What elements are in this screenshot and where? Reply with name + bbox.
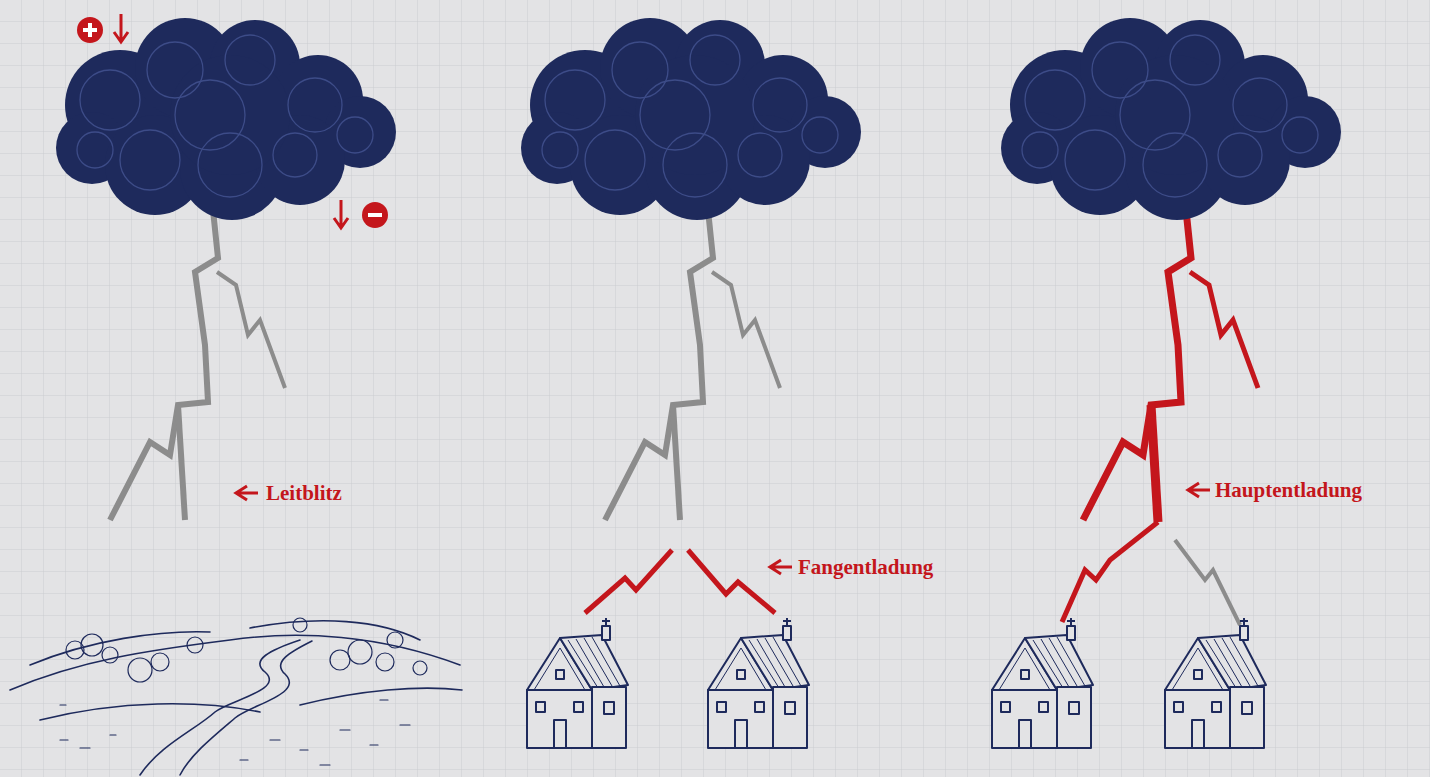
road-edge <box>180 641 312 775</box>
minus-sign <box>368 213 382 217</box>
hill-line <box>10 635 460 690</box>
charge-symbols <box>77 14 388 228</box>
leader-bolt <box>605 210 780 520</box>
tree <box>348 640 372 664</box>
thundercloud <box>521 18 861 220</box>
bolt-path <box>605 210 713 520</box>
hill-line <box>250 621 420 640</box>
tree <box>151 653 169 671</box>
tree <box>102 647 118 663</box>
tree <box>293 618 307 632</box>
callout-label: Hauptentladung <box>1215 477 1362 503</box>
upward-streamers <box>585 550 775 613</box>
plus-sign <box>83 23 97 37</box>
streamer-bolt <box>1175 540 1240 625</box>
bolt-path <box>1083 210 1191 520</box>
hill-line <box>30 632 210 665</box>
bolt-branch <box>712 272 780 388</box>
tree <box>387 632 403 648</box>
hill-line <box>300 688 462 705</box>
house <box>708 618 809 748</box>
tree-clusters <box>66 618 427 682</box>
bolt-branch <box>1190 272 1258 388</box>
return-stroke <box>1083 210 1258 522</box>
bolt-trunk <box>1151 405 1158 522</box>
strike-bolt <box>1062 522 1158 622</box>
streamer-bolt <box>585 550 672 613</box>
bolt-path <box>110 210 218 520</box>
thundercloud <box>1001 18 1341 220</box>
tree <box>413 661 427 675</box>
label-arrow <box>770 560 792 574</box>
tree <box>128 658 152 682</box>
road-edge <box>140 640 300 775</box>
callout-label: Leitblitz <box>266 480 342 506</box>
tree <box>81 634 103 656</box>
bolt-branch <box>217 272 285 388</box>
tree <box>376 653 394 671</box>
tree <box>330 650 350 670</box>
charge-arrow <box>114 14 128 42</box>
charge-arrow <box>334 200 348 228</box>
tree <box>187 637 203 653</box>
bolt-branch <box>673 405 680 520</box>
label-arrow <box>1188 483 1210 497</box>
landscape <box>10 618 462 775</box>
plus-circle <box>77 17 103 43</box>
house <box>992 618 1093 748</box>
streamer-bolt <box>688 550 775 613</box>
label-arrow <box>236 486 258 500</box>
house <box>527 618 628 748</box>
callout-label: Fangentladung <box>798 554 933 580</box>
leader-bolt <box>110 210 285 520</box>
bolt-branch <box>178 405 185 520</box>
minus-circle <box>362 202 388 228</box>
field-marks <box>60 700 410 765</box>
thundercloud <box>56 18 396 220</box>
house <box>1165 618 1266 748</box>
